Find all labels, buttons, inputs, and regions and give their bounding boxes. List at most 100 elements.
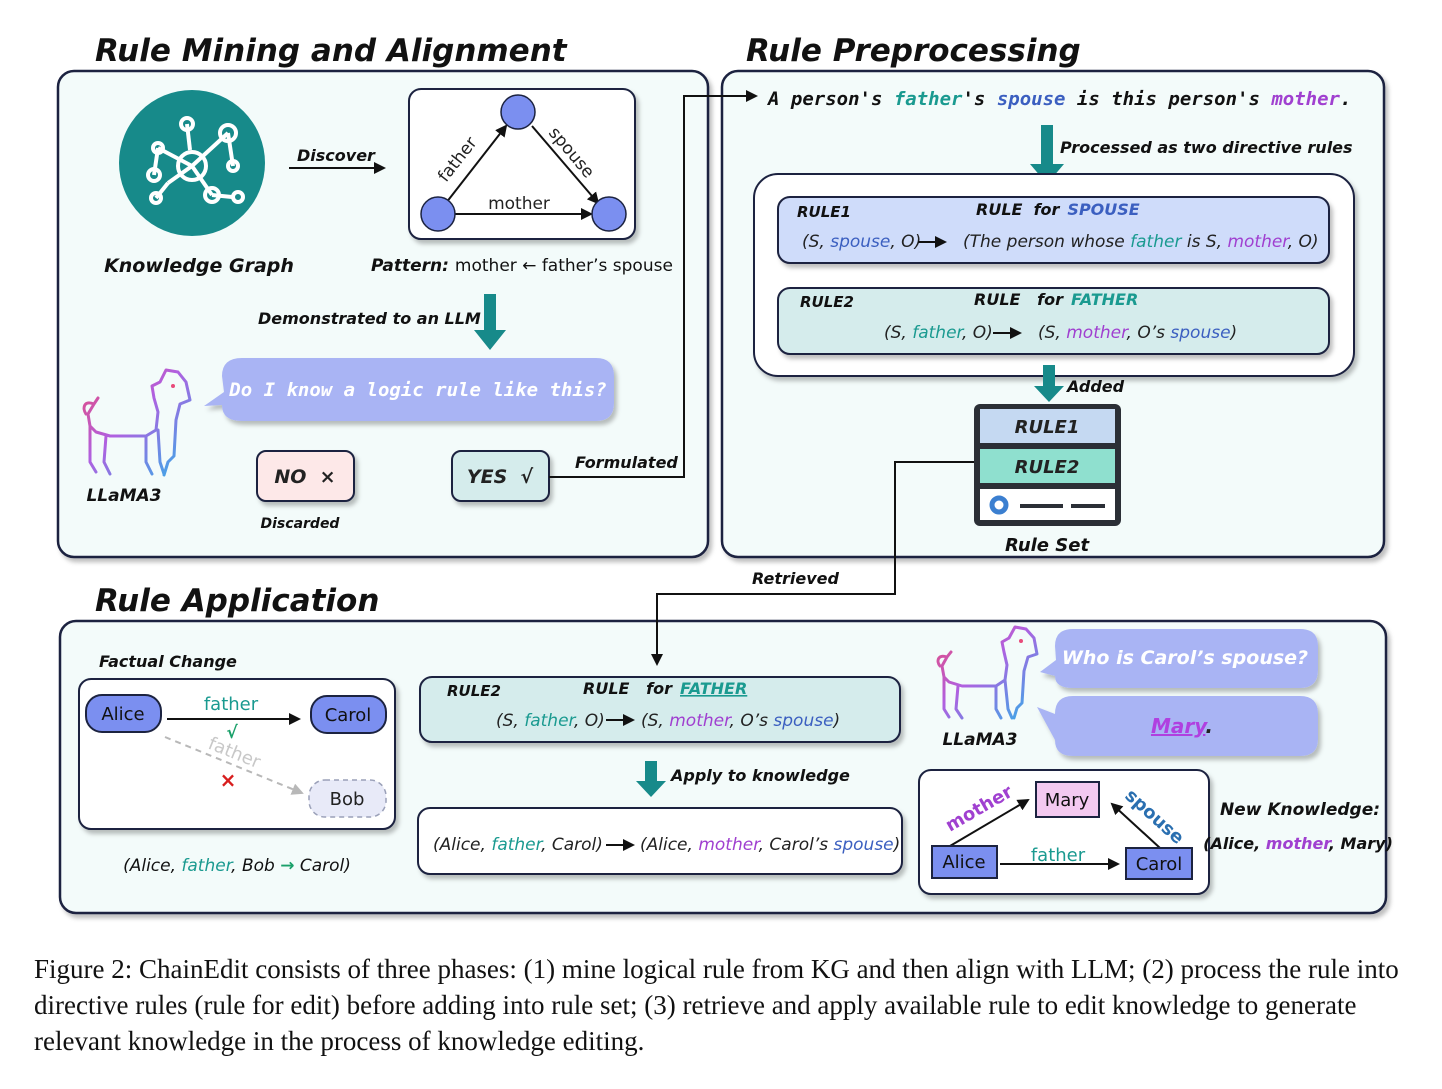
sentence-mother: mother [1270,88,1340,110]
new-kg-mary-label: Mary [1045,790,1090,811]
new-kg-alice-node [931,845,998,879]
change-text-1: father [181,856,233,876]
question-text: Do I know a logic rule like this? [228,379,607,401]
fc-alice-label: Alice [101,704,144,725]
fc-bob-node [308,779,387,818]
new-knowledge-text-0: (Alice, [1203,834,1266,853]
section-title-mining: Rule Mining and Alignment [95,33,568,69]
rule2-rhs-2: , O’s [1127,323,1171,343]
knowledge-graph-icon [119,90,265,236]
fc-new-father-label: father [204,694,259,715]
rule2-lhs-2: , O) [962,323,993,343]
new-kg-mary-node [1035,781,1100,818]
llama-label: LLaMA3 [86,486,161,506]
applied-lhs-0: (Alice, [433,835,491,855]
rule1-rhs-0: (The person whose [963,232,1130,252]
rule1-lhs: (S, spouse, O) [802,232,921,252]
new-knowledge-label: New Knowledge: [1220,800,1380,820]
apply-arrow [636,761,666,797]
retrieved-rule-lhs-0: (S, [496,711,524,731]
change-text: (Alice, father, Bob → Carol) [123,856,351,876]
answer-name: Mary [1151,714,1208,738]
pattern-text: mother ← father’s spouse [455,256,673,276]
new-kg-mother-edge [949,798,1030,847]
section-title-preprocessing: Rule Preprocessing [746,33,1081,69]
rule1-rhs-4: , O) [1288,232,1319,252]
rule1-rhs: (The person whose father is S, mother, O… [963,232,1319,252]
change-text-0: (Alice, [123,856,181,876]
pattern-caption: Pattern: mother ← father’s spouse [371,256,673,276]
applied-rhs-2: , Carol’s [759,835,834,855]
rule2-lhs: (S, father, O) [884,323,993,343]
retrieved-label: Retrieved [752,569,840,588]
llama-icon-right [936,625,1039,720]
rule-sentence: A person's father's spouse is this perso… [766,88,1351,110]
new-knowledge-text-2: , Mary) [1328,834,1393,853]
applied-rhs-1: mother [698,835,761,855]
retrieved-rule-card [419,676,901,743]
retrieved-rule-id: RULE2 [447,682,501,700]
retrieved-rule-rhs-1: mother [669,711,732,731]
pattern-node-right [591,196,627,232]
carol-question-bubble [1040,629,1318,688]
pattern-node-top [500,94,536,130]
rule2-lhs-0: (S, [884,323,912,343]
new-kg-carol-label: Carol [1136,854,1183,875]
rule1-lhs-2: , O) [890,232,921,252]
rule2-lhs-1: father [912,323,964,343]
rule1-rhs-1: father [1130,232,1182,252]
retrieved-rule-rhs-2: , O’s [730,711,774,731]
kg-label: Knowledge Graph [104,255,294,277]
rule-set-icon [974,404,1121,526]
applied-rhs: (Alice, mother, Carol’s spouse) [640,835,900,855]
pattern-node-left [420,196,456,232]
pattern-box [408,88,636,240]
rule1-head-text: RULE for [976,200,1061,219]
question-bubble [204,358,614,421]
change-text-4: Carol) [294,856,350,876]
formulated-connector [549,90,758,478]
applied-lhs: (Alice, father, Carol) [433,835,603,855]
applied-lhs-2: , Carol) [541,835,603,855]
answer-bubble [1037,696,1318,756]
chainedit-diagram: Rule Mining and Alignment Rule Preproces… [56,33,1393,915]
new-knowledge-text-1: mother [1266,834,1333,853]
sentence-part-3: is this person's [1065,88,1271,110]
new-kg-spouse-edge [1110,802,1161,849]
fc-bob-label: Bob [330,789,365,810]
retrieved-rule-lhs-2: , O) [574,711,605,731]
rule1-lhs-1: spouse [830,232,890,252]
retrieved-rule-target: FATHER [680,679,747,698]
rule1-id: RULE1 [797,203,851,221]
llama-icon [82,368,192,477]
processed-arrow [1030,125,1064,184]
rule1-rhs-2: is S, [1181,232,1227,252]
applied-rhs-3: spouse [834,835,894,855]
ruleset-rule2-label: RULE2 [1015,457,1080,478]
ruleset-rule2-slot [980,449,1115,483]
applied-knowledge-box [417,807,903,875]
demonstrated-label: Demonstrated to an LLM [258,309,481,328]
answer-text: Mary. [1151,714,1213,738]
rule1-card [777,196,1330,264]
retrieved-rule-lhs-1: father [524,711,576,731]
sentence-part-2: 's [962,88,996,110]
change-text-3: → [280,856,294,876]
figure-caption: Figure 2: ChainEdit consists of three ph… [34,954,1399,1056]
rule2-rhs-3: spouse [1170,323,1230,343]
retrieved-rule-rhs-0: (S, [641,711,669,731]
fc-carol-node [310,695,387,734]
rule2-rhs-0: (S, [1038,323,1066,343]
fc-alice-node [85,694,162,733]
retrieved-rule-lhs: (S, father, O) [496,711,605,731]
apply-label: Apply to knowledge [669,766,850,785]
rule2-rhs-4: ) [1229,323,1238,343]
applied-rhs-0: (Alice, [640,835,698,855]
retrieved-rule-rhs-3: spouse [773,711,833,731]
rule1-lhs-0: (S, [802,232,830,252]
llama-right-label: LLaMA3 [942,730,1017,750]
pattern-prefix: Pattern: [371,256,449,276]
factual-change-label: Factual Change [99,652,237,671]
